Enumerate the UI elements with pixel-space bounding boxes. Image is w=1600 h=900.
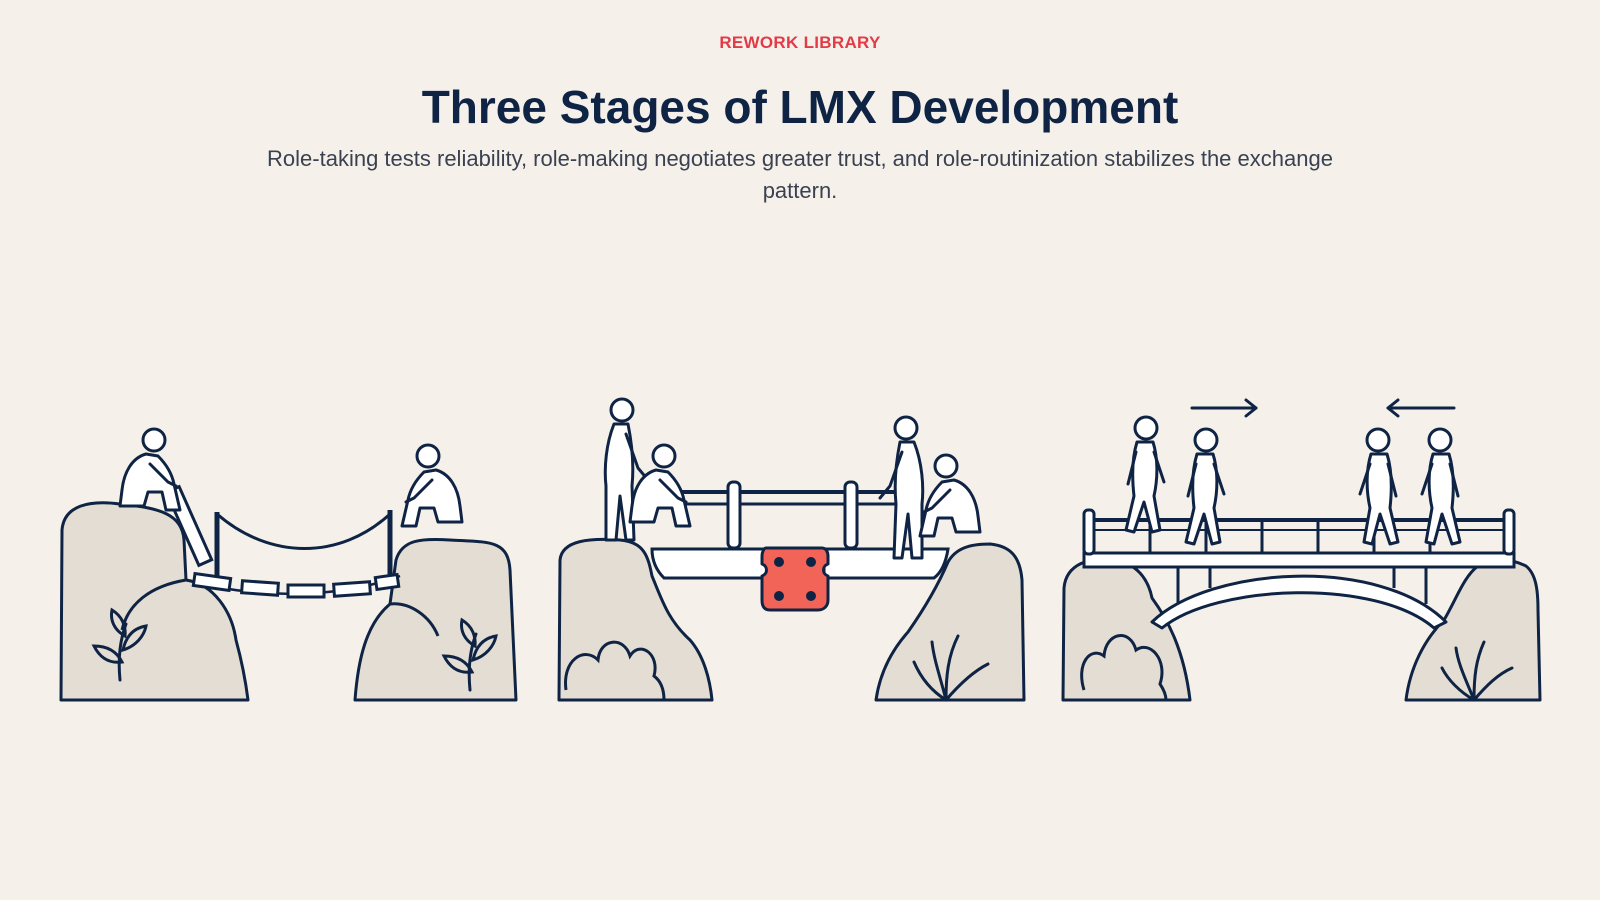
connector-plate (760, 546, 830, 612)
left-cliff-stage-3 (1061, 557, 1192, 702)
right-cliff-stage-1 (353, 537, 518, 702)
page-subtitle: Role-taking tests reliability, role-maki… (267, 146, 1333, 203)
arrow-right-icon (1190, 398, 1258, 418)
stage-2-bridge-construction (557, 397, 1026, 702)
stage-3-finished-bridge (1061, 398, 1542, 702)
eyebrow-label: REWORK LIBRARY (719, 33, 881, 52)
left-cliff-stage-1 (59, 501, 250, 702)
stage-1-rope-bridge (59, 427, 518, 702)
arrow-left-icon (1386, 398, 1456, 418)
page-title: Three Stages of LMX Development (421, 81, 1179, 133)
